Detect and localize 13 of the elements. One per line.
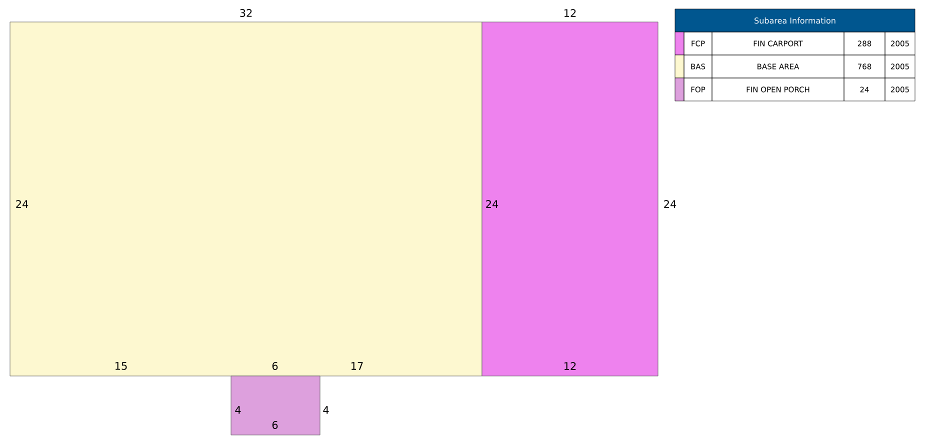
dimension-label: 12 bbox=[564, 362, 576, 370]
dimension-label: 17 bbox=[351, 362, 363, 370]
dimension-label: 6 bbox=[272, 421, 278, 429]
dimension-label: 4 bbox=[323, 406, 329, 414]
dimension-label: 15 bbox=[115, 362, 127, 370]
dimension-label: 4 bbox=[235, 406, 241, 414]
dimension-label: 24 bbox=[486, 200, 498, 208]
dimension-label: 6 bbox=[272, 362, 278, 370]
area-box bbox=[10, 22, 482, 376]
table-header: Subarea Information bbox=[674, 8, 916, 32]
area-box bbox=[230, 376, 320, 436]
area-box bbox=[482, 22, 658, 376]
dimension-label: 24 bbox=[16, 200, 28, 208]
